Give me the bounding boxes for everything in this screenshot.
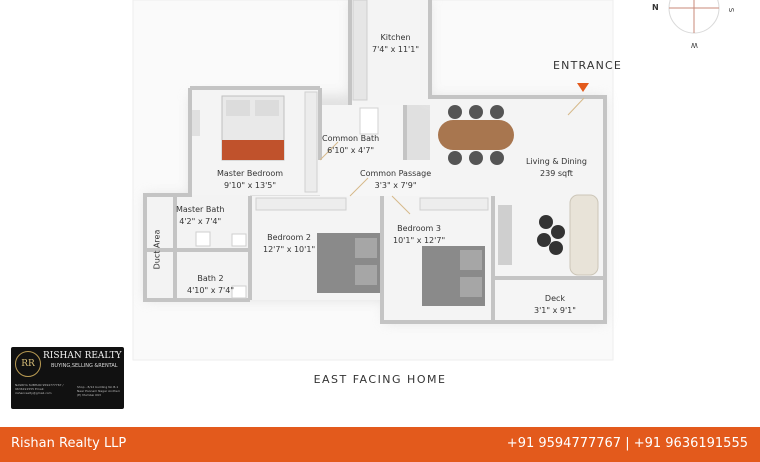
card-contact: NASRIYA SUBHAN 9594777767 / 9636191555 E… — [15, 383, 64, 395]
dining-table — [438, 105, 514, 165]
kitchen-counter — [352, 0, 368, 101]
bedroom3-bed — [419, 197, 489, 306]
walls — [143, 0, 607, 324]
compass-south: S — [727, 7, 736, 13]
plan-caption: EAST FACING HOME — [313, 373, 447, 386]
card-address: Shop - 8/12 building No B-1 Near Poonam … — [77, 385, 120, 397]
entrance-label: ENTRANCE — [553, 59, 623, 72]
bedroom2-bed — [255, 197, 380, 293]
master-bed — [192, 95, 285, 161]
floor-plan-drawing — [132, 0, 720, 361]
master-bath-toilet — [195, 231, 211, 247]
compass-north: N — [652, 3, 659, 12]
card-brand: RISHAN REALTY — [43, 351, 122, 361]
door-swings — [319, 97, 585, 215]
footer-phones[interactable]: +91 9594777767 | +91 9636191555 — [506, 436, 748, 451]
business-card: RR RISHAN REALTY BUYING,SELLING &RENTAL … — [11, 347, 124, 409]
deck-floor — [493, 278, 605, 322]
footer-bar: Rishan Realty LLP +91 9594777767 | +91 9… — [0, 427, 760, 462]
footer-company: Rishan Realty LLP — [11, 436, 127, 451]
common-bath-toilet — [359, 107, 379, 135]
compass-west: W — [691, 41, 698, 49]
living-sofa — [498, 194, 599, 276]
entrance-arrow — [577, 83, 589, 92]
compass — [668, 0, 720, 34]
card-tagline: BUYING,SELLING &RENTAL — [51, 363, 118, 369]
bath2-sink — [231, 285, 247, 299]
master-wardrobe — [304, 91, 318, 193]
master-bath-sink — [231, 233, 247, 247]
baths-floor — [145, 195, 250, 300]
rishan-logo-icon: RR — [15, 351, 41, 377]
duct-area-label: Duct Area — [152, 229, 162, 270]
